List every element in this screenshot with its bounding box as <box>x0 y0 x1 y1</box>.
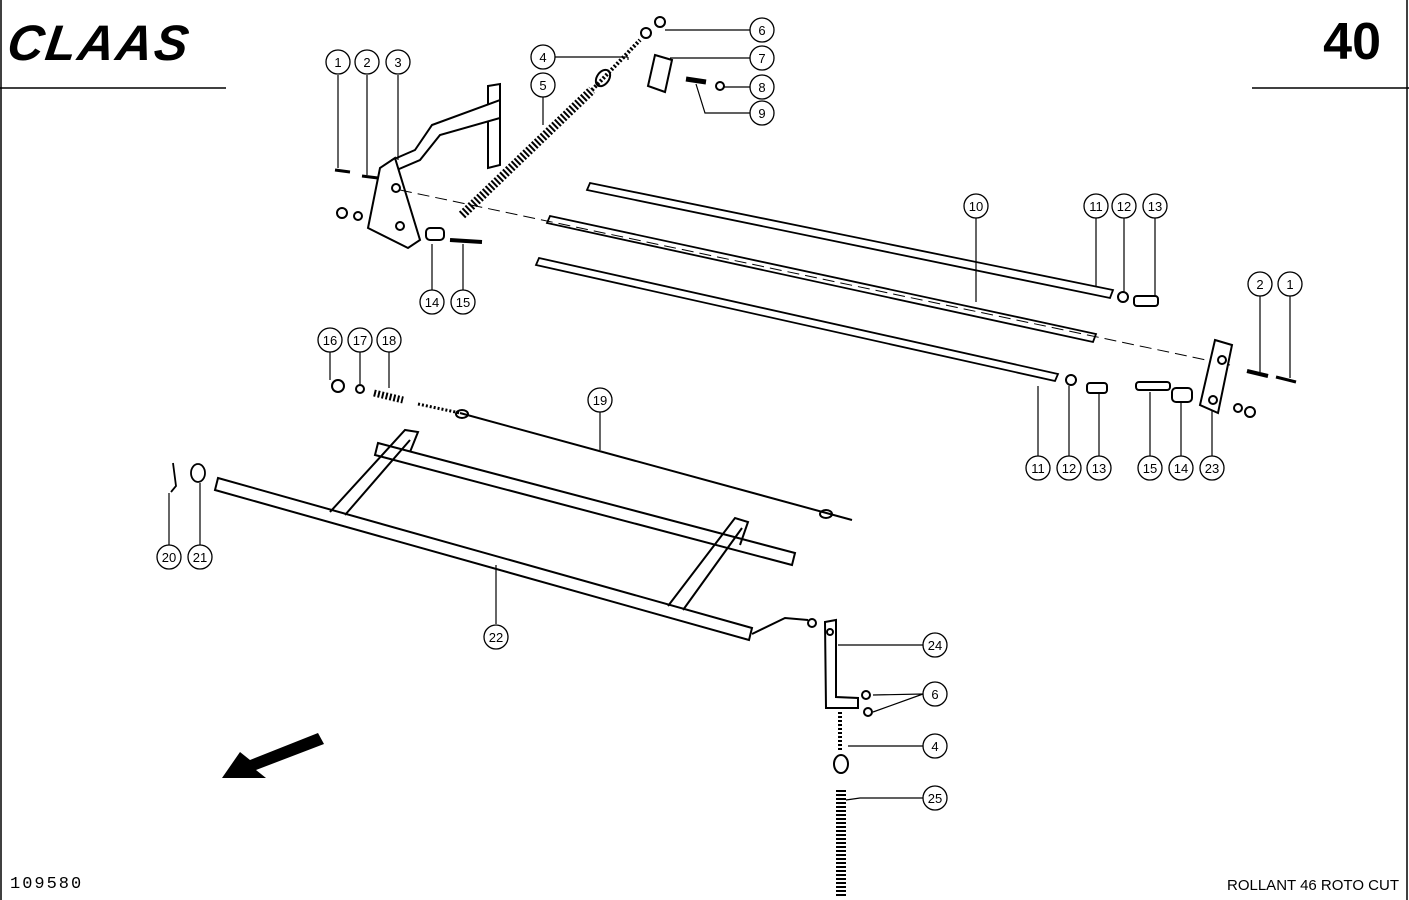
model-name: ROLLANT 46 ROTO CUT <box>1227 877 1399 894</box>
shafts <box>534 181 1115 383</box>
callout-13: 13 <box>1148 199 1162 214</box>
leader-lines <box>168 29 1291 801</box>
spring-part <box>458 38 642 219</box>
callout-12: 12 <box>1117 199 1131 214</box>
callout-9: 9 <box>758 106 765 121</box>
callout-25: 25 <box>928 791 942 806</box>
callout-2: 2 <box>363 55 370 70</box>
callout-17: 17 <box>353 333 367 348</box>
lower-assembly <box>823 618 873 896</box>
callout-11-lower: 11 <box>1031 461 1045 476</box>
callout-18: 18 <box>382 333 396 348</box>
bracket-part <box>366 82 501 250</box>
callout-13-lower: 13 <box>1092 461 1106 476</box>
callout-14-lower: 14 <box>1174 461 1188 476</box>
callout-15: 15 <box>456 295 470 310</box>
callout-16: 16 <box>323 333 337 348</box>
callout-15-lower: 15 <box>1143 461 1157 476</box>
direction-arrow-icon <box>222 733 324 778</box>
callout-labels: 1 2 3 4 5 6 7 8 9 10 11 12 13 14 15 1 2 … <box>162 23 1294 806</box>
callout-1-right: 1 <box>1286 277 1293 292</box>
callout-22: 22 <box>489 630 503 645</box>
callout-23: 23 <box>1205 461 1219 476</box>
callout-10: 10 <box>969 199 983 214</box>
callout-circles <box>156 17 1303 811</box>
callout-4: 4 <box>539 50 546 65</box>
callout-11: 11 <box>1089 199 1103 214</box>
callout-6: 6 <box>758 23 765 38</box>
callout-1: 1 <box>334 55 341 70</box>
small-hardware <box>334 16 725 244</box>
callout-8: 8 <box>758 80 765 95</box>
callout-6-lower: 6 <box>931 687 938 702</box>
callout-12-lower: 12 <box>1062 461 1076 476</box>
frame-part <box>213 428 817 642</box>
callout-19: 19 <box>593 393 607 408</box>
callout-7: 7 <box>758 51 765 66</box>
right-hardware <box>331 291 1297 418</box>
callout-14: 14 <box>425 295 439 310</box>
rod-part <box>417 402 853 521</box>
callout-20: 20 <box>162 550 176 565</box>
callout-4-lower: 4 <box>931 739 938 754</box>
page-number: 40 <box>1323 13 1381 71</box>
callout-5: 5 <box>539 78 546 93</box>
drawing-number: 109580 <box>10 875 84 894</box>
callout-2-right: 2 <box>1256 277 1263 292</box>
callout-3: 3 <box>394 55 401 70</box>
axis-centerline <box>399 189 1231 366</box>
callout-24: 24 <box>928 638 942 653</box>
pin-and-washer <box>170 462 206 493</box>
callout-21: 21 <box>193 550 207 565</box>
